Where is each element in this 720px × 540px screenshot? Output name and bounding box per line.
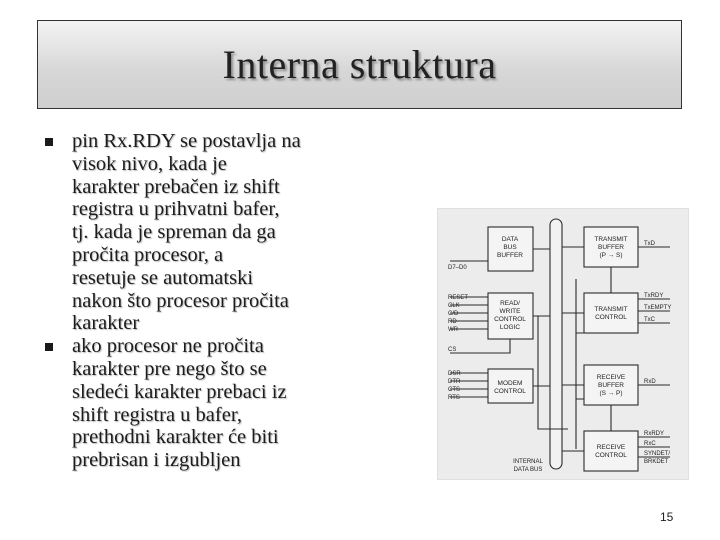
usart-block-diagram: DATA BUS BUFFER READ/ WRITE CONTROL LOGI… [437,208,689,480]
pin-label: CLK [448,303,460,309]
block-label: LOGIC [500,324,521,331]
block-label: TRANSMIT [594,306,627,313]
read-write-control-block [487,292,534,340]
slide-title: Interna struktura [222,42,497,87]
block-label: MODEM [498,380,523,387]
block-label: BUS [503,244,517,251]
modem-control-block [487,368,534,404]
pin-label: RxRDY [644,431,664,437]
pin-label: D7–D0 [448,265,467,271]
pin-label: TxD [644,241,656,247]
receive-control-block [583,430,639,472]
block-label: RECEIVE [597,444,626,451]
block-label: WRITE [500,308,522,315]
pin-label: TxC [644,317,656,323]
block-label: CONTROL [595,314,627,321]
pin-label: RESET [448,295,468,301]
bullet-square-icon [45,138,53,146]
pin-label: CTS [448,387,460,393]
block-label: CONTROL [494,316,526,323]
pin-label: RD [448,319,457,325]
bullet-item: pin Rx.RDY se postavlja na visok nivo, k… [40,130,360,335]
bullet-text: ako procesor ne pročita karakter pre neg… [72,335,287,472]
pin-label: DTR [448,379,461,385]
transmit-control-block [583,292,639,334]
bullet-square-icon [45,343,53,352]
pin-label: RxD [644,379,656,385]
block-label: CONTROL [494,388,526,395]
pin-label: SYNDET/ [644,451,670,457]
bullet-item: ako procesor ne pročita karakter pre neg… [40,335,360,472]
block-label: (S → P) [599,390,622,397]
block-label: DATA [502,236,519,243]
bus-label: DATA BUS [514,467,543,473]
pin-label: DSR [448,371,461,377]
pin-label: BRKDET [644,459,669,465]
block-label: BUFFER [598,382,624,389]
pin-label: RxC [644,441,656,447]
block-label: (P → S) [600,252,623,259]
pin-label: CS [448,347,456,353]
title-box: Interna struktura [37,20,682,109]
bus-label: INTERNAL [513,459,543,465]
diagram-svg: DATA BUS BUFFER READ/ WRITE CONTROL LOGI… [448,218,671,473]
pin-label: RTS [448,395,460,401]
block-label: CONTROL [595,452,627,459]
pin-label: C/D [448,311,459,317]
page-number: 15 [660,510,674,524]
block-label: TRANSMIT [594,236,627,243]
pin-label: WR [448,327,459,333]
data-bus-buffer-block [487,226,534,272]
internal-data-bus [549,218,563,470]
block-label: BUFFER [598,244,624,251]
block-label: READ/ [500,300,520,307]
pin-label: TxEMPTY [644,305,671,311]
bullet-text: pin Rx.RDY se postavlja na visok nivo, k… [72,130,301,335]
pin-label: TxRDY [644,293,663,299]
block-label: BUFFER [497,252,523,259]
bullet-list: pin Rx.RDY se postavlja na visok nivo, k… [40,130,360,472]
block-label: RECEIVE [597,374,626,381]
